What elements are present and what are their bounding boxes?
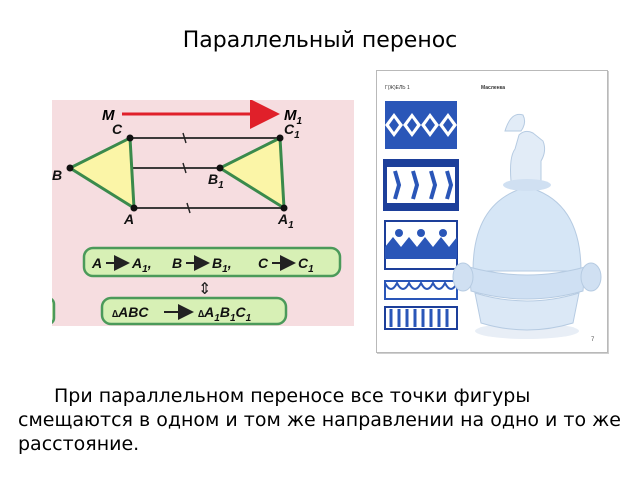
tri-a1b1c1: ∆A1B1C1 [198, 304, 252, 324]
tick-mark [182, 132, 187, 144]
map-a: A [91, 255, 102, 271]
triangle-a1b1c1 [216, 135, 286, 211]
slide-title: Параллельный перенос [182, 28, 458, 53]
label-a: A [123, 211, 134, 227]
map-c: C [258, 255, 269, 271]
mapping-box [82, 246, 342, 278]
tri-abc: ∆ABC [112, 304, 149, 320]
point-b [66, 164, 74, 172]
ornament-strip-3 [384, 220, 458, 270]
label-c: C [112, 121, 123, 137]
box-edge-fragment [52, 297, 56, 325]
triangle-mapping-box [100, 296, 288, 326]
label-b: B [52, 167, 62, 183]
label-b1: B1 [208, 171, 224, 191]
point-a [130, 204, 138, 212]
gzhel-photo: Г(Ж)ЕЛЬ 1 Масленка [376, 70, 608, 353]
vector-label-m1: M1 [284, 107, 303, 127]
triangle-abc [66, 135, 136, 211]
translation-diagram-image: M M1 C B A C1 B1 A1 [52, 100, 354, 326]
photo-label-right: Масленка [481, 85, 505, 91]
map-b1: B1, [212, 255, 232, 275]
photo-label-left: Г(Ж)ЕЛЬ 1 [385, 85, 410, 91]
map-a1: A1, [131, 255, 152, 275]
tick-mark [182, 162, 187, 174]
map-c1: C1 [298, 255, 314, 275]
point-c1 [276, 134, 284, 142]
label-a1: A1 [277, 211, 294, 231]
map-b: B [172, 255, 182, 271]
tick-mark [186, 202, 191, 214]
double-arrow-icon: ⇕ [198, 279, 211, 298]
point-c [126, 134, 134, 142]
ornament-strip-2 [383, 159, 459, 211]
vector-label-m: M [102, 107, 115, 124]
point-a1 [280, 204, 288, 212]
ornament-strip-4 [384, 280, 458, 330]
label-c1: C1 [284, 121, 300, 141]
point-b1 [216, 164, 224, 172]
slide-body-text: При параллельном переносе все точки фигу… [18, 385, 621, 455]
ornament-strip-1 [385, 101, 457, 149]
butter-dish-illustration [452, 113, 602, 339]
page-number: 7 [591, 337, 595, 343]
